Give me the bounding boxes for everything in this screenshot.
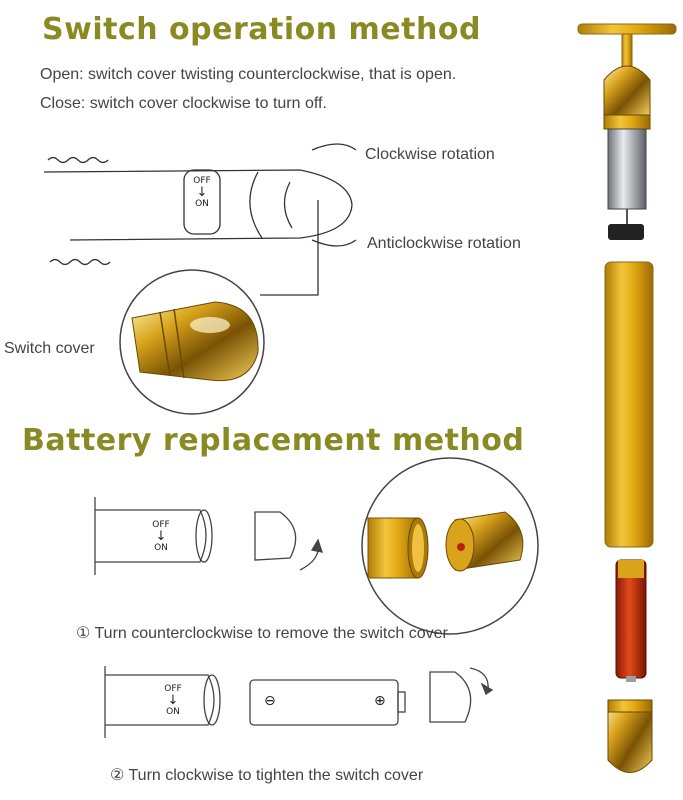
battery-plus-icon: ⊕ [374, 693, 386, 709]
rotate-clockwise-diagram [429, 667, 494, 723]
battery-method-title: Battery replacement method [22, 423, 525, 458]
down-arrow-icon: ↓ [155, 529, 167, 544]
finger-diagram [43, 143, 357, 296]
switch-cover-label: Switch cover [4, 340, 95, 357]
battery-outline [249, 679, 406, 726]
aa-battery [615, 559, 647, 682]
off-on-marker-3: OFF ↓ ON [160, 684, 186, 717]
battery-minus-icon: ⊖ [264, 693, 276, 709]
on-label: ON [195, 199, 209, 209]
off-label: OFF [193, 176, 211, 186]
down-arrow-icon: ↓ [167, 693, 179, 708]
on-label-2: ON [154, 543, 168, 553]
off-on-marker-2: OFF ↓ ON [148, 520, 174, 553]
rotate-counterclockwise-diagram [254, 511, 323, 571]
tube-diagram-2 [104, 666, 221, 738]
gold-tube [604, 261, 654, 548]
on-label-3: ON [166, 707, 180, 717]
down-arrow-icon: ↓ [196, 185, 208, 200]
battery-compartment-closeup [361, 457, 539, 635]
motor-unit [607, 128, 647, 240]
end-cap [607, 699, 653, 773]
t-bar-head [577, 23, 677, 130]
switch-cover-closeup [119, 269, 265, 415]
switch-method-title: Switch operation method [42, 12, 481, 47]
step-2-instruction: ② Turn clockwise to tighten the switch c… [110, 767, 424, 784]
open-instruction: Open: switch cover twisting counterclock… [40, 66, 457, 83]
clockwise-rotation-label: Clockwise rotation [365, 146, 495, 163]
step-1-instruction: ① Turn counterclockwise to remove the sw… [76, 625, 448, 642]
off-label-2: OFF [152, 520, 170, 530]
tube-diagram-1 [94, 497, 213, 575]
off-on-marker: OFF ↓ ON [188, 176, 216, 209]
anticlockwise-rotation-label: Anticlockwise rotation [367, 235, 521, 252]
off-label-3: OFF [164, 684, 182, 694]
close-instruction: Close: switch cover clockwise to turn of… [40, 95, 327, 112]
